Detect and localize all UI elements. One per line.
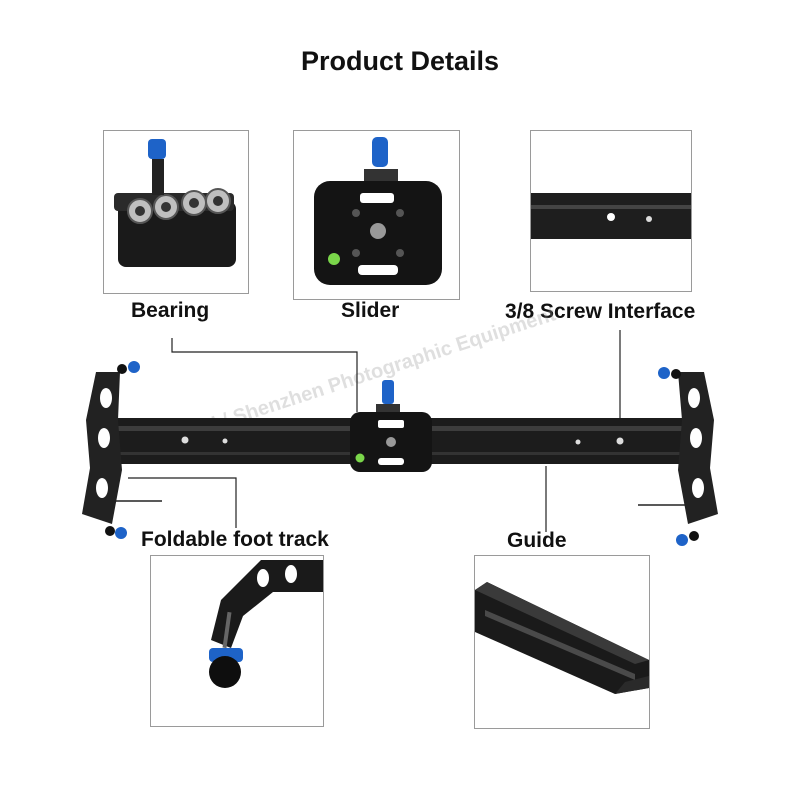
screw-interface-label: 3/8 Screw Interface	[505, 300, 696, 323]
page-title: Product Details	[300, 46, 500, 76]
guide-image	[474, 555, 650, 729]
foldable-foot-image	[150, 555, 324, 727]
bearing-label: Bearing	[131, 299, 210, 322]
foldable-foot-label: Foldable foot track	[141, 528, 329, 551]
guide-label: Guide	[507, 529, 567, 552]
slider-image	[293, 130, 460, 300]
screw-interface-image	[530, 130, 692, 292]
bearing-image	[103, 130, 249, 294]
slider-label: Slider	[341, 299, 400, 322]
